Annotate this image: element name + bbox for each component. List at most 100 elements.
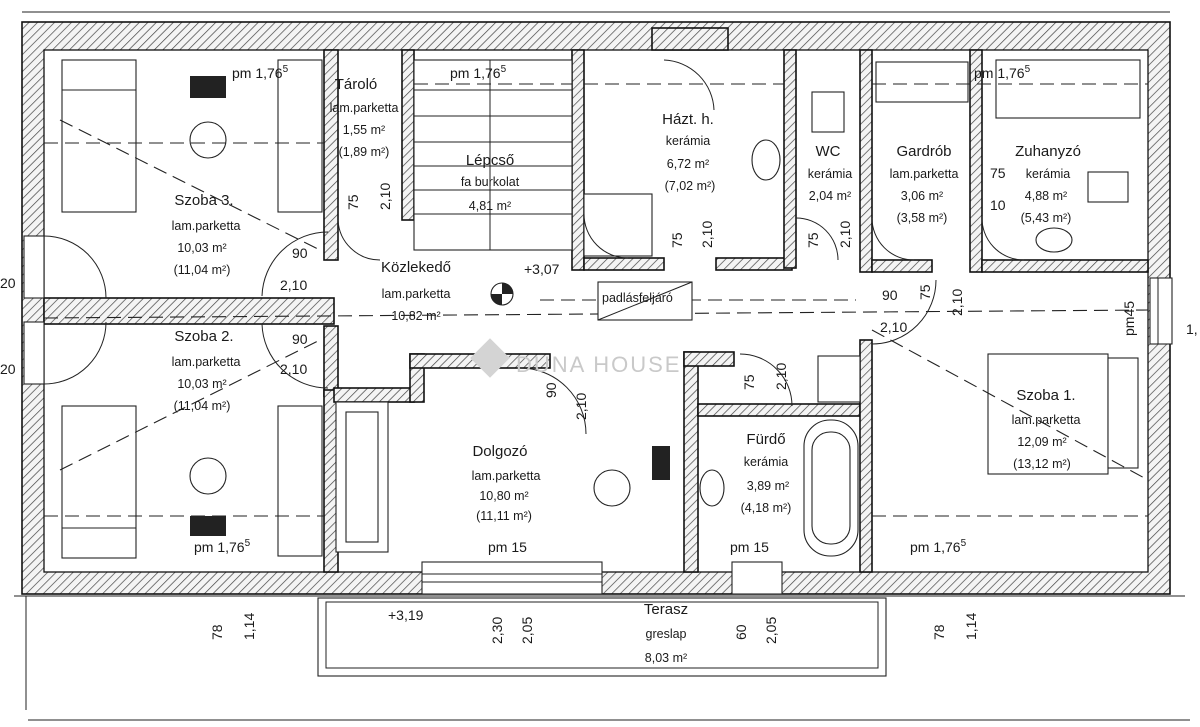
room-kozlekedo: Közlekedő lam.parketta 10,82 m² [381,259,451,323]
room-name: Szoba 3. [174,192,233,209]
room-area: 4,81 m² [469,199,511,213]
desk-szoba2 [189,457,227,536]
room-hazt: Házt. h. kerámia 6,72 m² (7,02 m²) [662,111,715,193]
annotations: pm 1,765 pm 1,765 pm 1,765 pm 1,765 pm 1… [0,64,1198,644]
pm-superscript: 5 [501,64,507,75]
dim-label: 2,05 [519,617,535,644]
room-area-gross: (13,12 m²) [1013,457,1071,471]
room-name: Gardrób [896,143,951,160]
room-szoba1: Szoba 1. lam.parketta 12,09 m² (13,12 m²… [1012,387,1081,471]
dim-label: 78 [209,624,225,640]
room-floor: lam.parketta [172,219,241,233]
room-name: WC [816,143,841,160]
bathtub [803,419,859,557]
level-marker-1 [490,282,514,306]
dim-label: 90 [292,245,308,261]
attic-hatch-label: padlásfeljáró [602,291,673,305]
room-area-gross: (4,18 m²) [741,501,792,515]
pm-label: pm 1,765 [450,64,507,81]
dim-label: 60 [733,624,749,640]
dim-label: 2,10 [773,363,789,390]
attic-hatch [597,281,693,321]
room-area-gross: (11,04 m²) [174,399,231,413]
level-label: +3,07 [524,261,560,277]
room-name: Házt. h. [662,111,714,128]
room-area: 10,03 m² [177,377,226,391]
room-floor: lam.parketta [1012,413,1081,427]
room-area: 1,55 m² [343,123,385,137]
room-area: 12,09 m² [1017,435,1066,449]
dim-label: 20 [0,361,16,377]
room-area: 10,03 m² [177,241,226,255]
room-area: 4,88 m² [1025,189,1067,203]
bed-szoba3 [61,59,137,213]
room-area: 10,82 m² [391,309,440,323]
dim-label: 75 [917,284,933,300]
pm-label: pm 1,765 [194,538,251,555]
dim-label: 2,10 [837,221,853,248]
dim-label: 90 [882,287,898,303]
dim-label: 1,14 [963,613,979,640]
room-floor: kerámia [744,455,789,469]
dim-label: 75 [669,232,685,248]
room-wc: WC kerámia 2,04 m² [808,143,853,203]
room-tarolo: Tároló lam.parketta 1,55 m² (1,89 m²) [330,76,399,159]
watermark-text: DUNA HOUSE [516,352,681,377]
level-label: +3,19 [388,607,424,623]
doors [43,59,1025,435]
room-area: 2,04 m² [809,189,851,203]
windows [23,235,1173,595]
dim-label: 2,10 [949,289,965,316]
room-area-gross: (11,11 m²) [476,509,532,523]
dim-label: 78 [931,624,947,640]
sanitary [583,59,1141,507]
room-area-gross: (1,89 m²) [339,145,390,159]
pm-label: pm 1,765 [910,538,967,555]
pm-superscript: 5 [283,64,289,75]
room-area: 8,03 m² [645,651,687,665]
desk-szoba3 [189,76,227,159]
dim-label: 1, [1186,321,1198,337]
dim-label: 2,10 [280,277,307,293]
room-area-gross: (11,04 m²) [174,263,231,277]
dim-label: 2,10 [573,393,589,420]
room-dolgozo: Dolgozó lam.parketta 10,80 m² (11,11 m²) [472,443,541,523]
room-name: Terasz [644,601,688,618]
dim-label: 75 [741,374,757,390]
dim-label: 2,10 [377,183,393,210]
room-floor: lam.parketta [172,355,241,369]
pm-label: pm45 [1121,301,1137,336]
room-name: Közlekedő [381,259,451,276]
wardrobes [277,59,969,557]
bed-szoba2 [61,405,137,559]
room-szoba2: Szoba 2. lam.parketta 10,03 m² (11,04 m²… [172,328,241,413]
watermark: DUNA HOUSE [470,338,681,378]
pm-label: pm 15 [488,539,527,555]
room-name: Tároló [335,76,378,93]
room-area: 3,89 m² [747,479,789,493]
room-name: Szoba 1. [1016,387,1075,404]
room-area: 10,80 m² [479,489,528,503]
room-floor: lam.parketta [472,469,541,483]
roof-slope-lines [43,83,1149,517]
room-name: Szoba 2. [174,328,233,345]
dim-label: 75 [345,194,361,210]
dim-label: 2,05 [763,617,779,644]
room-area-gross: (3,58 m²) [897,211,948,225]
room-floor: fa burkolat [461,175,520,189]
room-floor: lam.parketta [382,287,451,301]
dim-label: 20 [0,275,16,291]
room-furdo: Fürdő kerámia 3,89 m² (4,18 m²) [741,431,792,515]
pm-label: pm 15 [730,539,769,555]
stairs [413,59,573,251]
pm-superscript: 5 [245,538,251,549]
room-area: 3,06 m² [901,189,943,203]
room-zuhanyzo: Zuhanyzó kerámia 4,88 m² (5,43 m²) [1015,143,1081,225]
dim-label: 2,10 [880,319,907,335]
dim-label: 75 [990,165,1006,181]
dim-label: 10 [990,197,1006,213]
room-name: Zuhanyzó [1015,143,1081,160]
room-terasz: Terasz greslap 8,03 m² [644,601,688,665]
room-lepcso: Lépcső fa burkolat 4,81 m² [461,152,520,213]
